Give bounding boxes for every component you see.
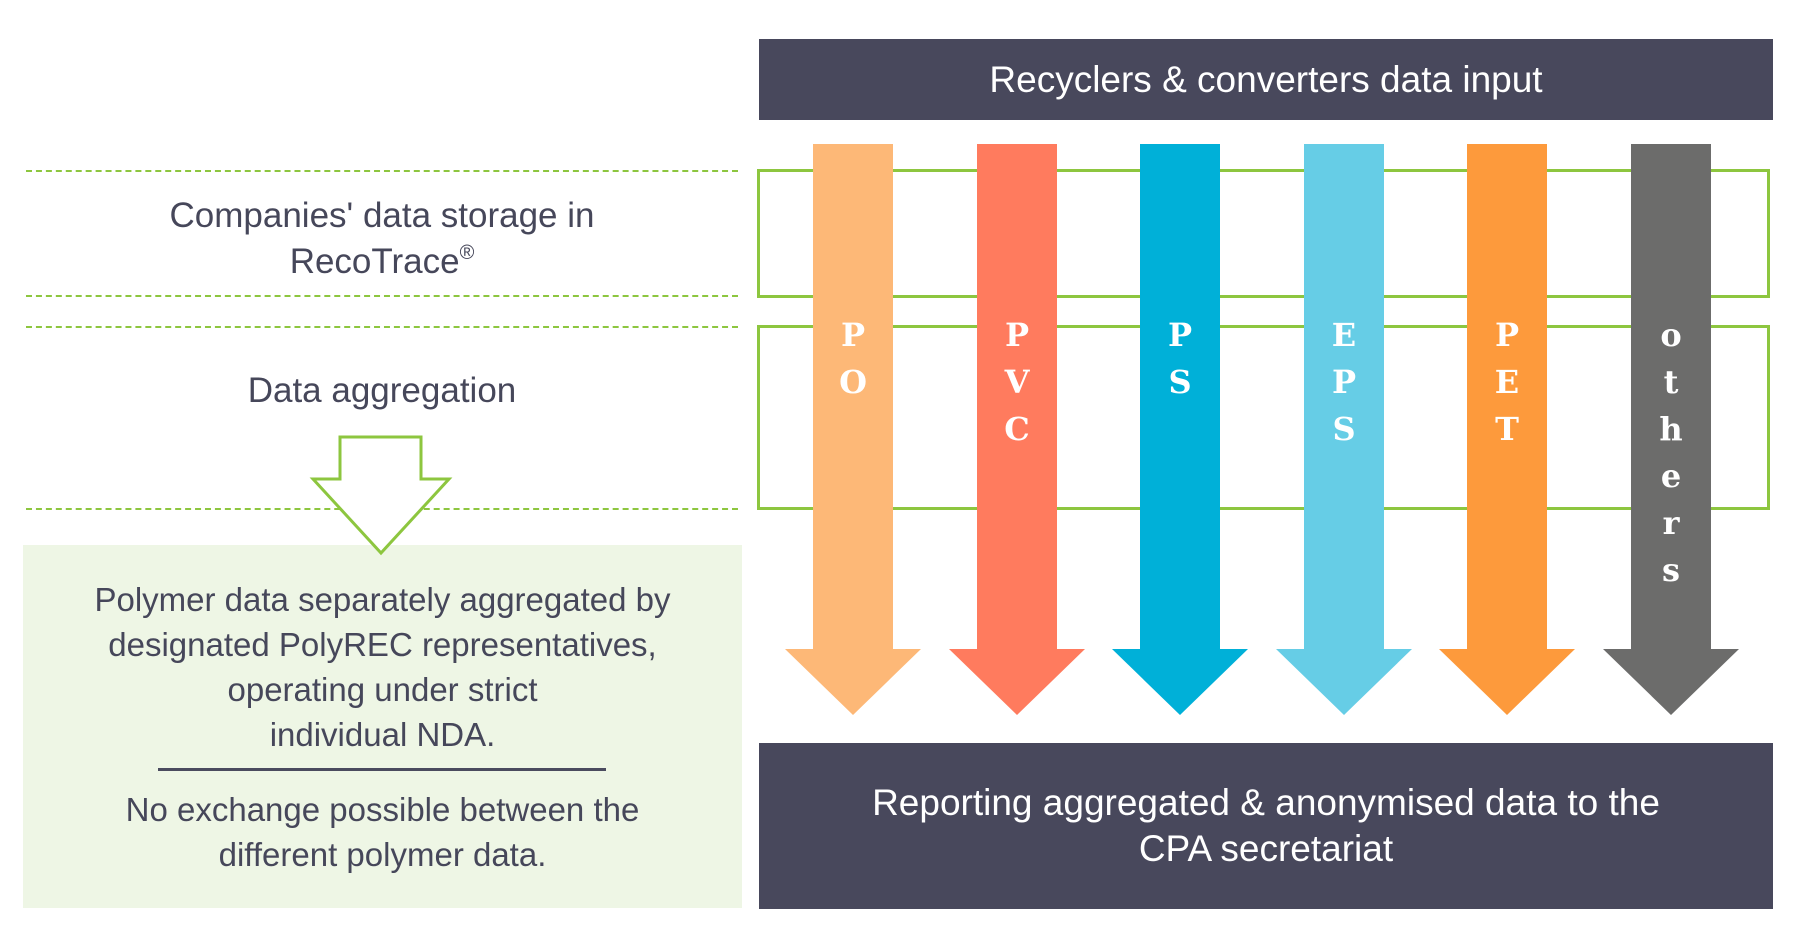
polymer-label-letter: E — [1494, 363, 1520, 401]
polymer-label-letter: h — [1659, 410, 1683, 448]
separator-aggregation-top — [26, 326, 738, 328]
storage-label-line2: RecoTrace® — [289, 242, 475, 281]
aggregation-arrow-icon — [309, 435, 453, 556]
info-line: designated PolyREC representatives, — [108, 626, 657, 663]
aggregation-band — [757, 325, 1770, 510]
polymer-label-letter: t — [1663, 363, 1679, 401]
polymer-label-letter: S — [1332, 410, 1356, 448]
polymer-label-letter: e — [1660, 457, 1682, 495]
registered-mark: ® — [459, 242, 475, 264]
polymer-arrow-eps — [1276, 144, 1412, 715]
report-banner-line2: CPA secretariat — [1138, 828, 1394, 869]
polymer-label-letter: P — [1331, 363, 1357, 401]
polymer-label-letter: P — [1167, 316, 1193, 354]
info-box: Polymer data separately aggregated by de… — [23, 545, 742, 908]
storage-band — [757, 169, 1770, 298]
info-line: No exchange possible between the — [125, 791, 640, 828]
polymer-label-letter: P — [1494, 316, 1520, 354]
storage-label: Companies' data storage in RecoTrace® — [26, 193, 738, 285]
aggregation-label: Data aggregation — [247, 371, 517, 410]
info-line: individual NDA. — [269, 716, 496, 753]
info-line: different polymer data. — [218, 836, 547, 873]
polymer-arrow-others — [1603, 144, 1739, 715]
polymer-arrow-ps — [1112, 144, 1248, 715]
polymer-label-letter: O — [839, 363, 867, 401]
polymer-label-letter: E — [1331, 316, 1357, 354]
info-line: Polymer data separately aggregated by — [94, 581, 671, 618]
info-text-top: Polymer data separately aggregated by de… — [23, 577, 742, 757]
polymer-label-letter: o — [1660, 316, 1682, 354]
report-banner-line1: Reporting aggregated & anonymised data t… — [872, 782, 1660, 823]
polymer-label-letter: V — [1004, 363, 1030, 401]
polymer-label-letter: C — [1004, 410, 1030, 448]
polymer-label-letter: P — [840, 316, 866, 354]
info-line: operating under strict — [227, 671, 538, 708]
input-banner: Recyclers & converters data input — [759, 39, 1773, 120]
polymer-arrow-pvc — [949, 144, 1085, 715]
storage-label-line1: Companies' data storage in — [169, 196, 595, 235]
info-divider — [158, 768, 606, 771]
separator-storage-bottom — [26, 295, 738, 297]
polymer-label-letter: s — [1661, 551, 1680, 589]
polymer-label-letter: S — [1168, 363, 1192, 401]
polymer-label-letter: T — [1495, 410, 1519, 448]
polymer-arrow-po — [785, 144, 921, 715]
polymer-label-letter: r — [1662, 504, 1680, 542]
info-text-bottom: No exchange possible between the differe… — [23, 787, 742, 877]
polymer-arrow-pet — [1439, 144, 1575, 715]
separator-storage-top — [26, 170, 738, 172]
report-banner: Reporting aggregated & anonymised data t… — [759, 743, 1773, 909]
polymer-label-letter: P — [1004, 316, 1030, 354]
